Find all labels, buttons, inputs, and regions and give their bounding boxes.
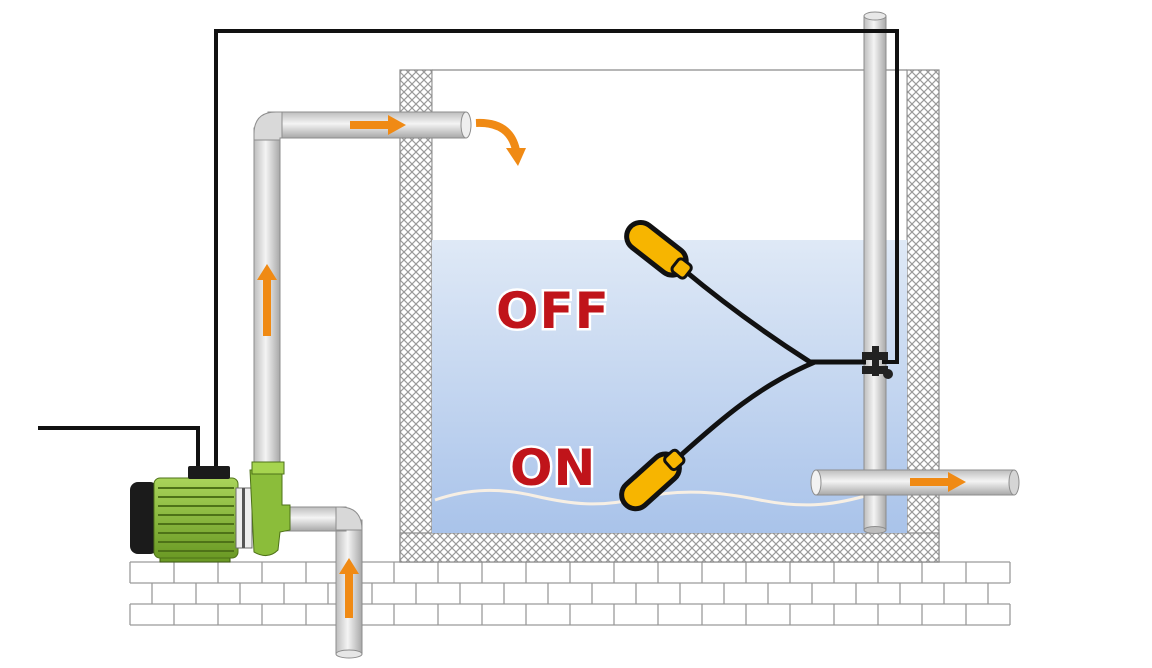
float-switch-cable-upper — [682, 268, 866, 365]
float-switch-cable-lower — [678, 359, 816, 458]
centrifugal-pump-icon — [130, 461, 291, 563]
tank-wall-left — [399, 69, 433, 563]
power-supply-line — [38, 426, 200, 470]
float-switch-upper — [624, 219, 693, 280]
tank-floor — [399, 532, 940, 563]
on-label: ON — [510, 439, 596, 497]
float-switch-lower — [619, 448, 686, 512]
switch-clamp — [862, 346, 893, 379]
off-label: OFF — [496, 282, 610, 340]
guide-pipe — [863, 11, 887, 534]
flow-arrow-icon — [257, 115, 966, 618]
brick-ground — [129, 561, 1011, 626]
control-cable — [214, 29, 899, 472]
